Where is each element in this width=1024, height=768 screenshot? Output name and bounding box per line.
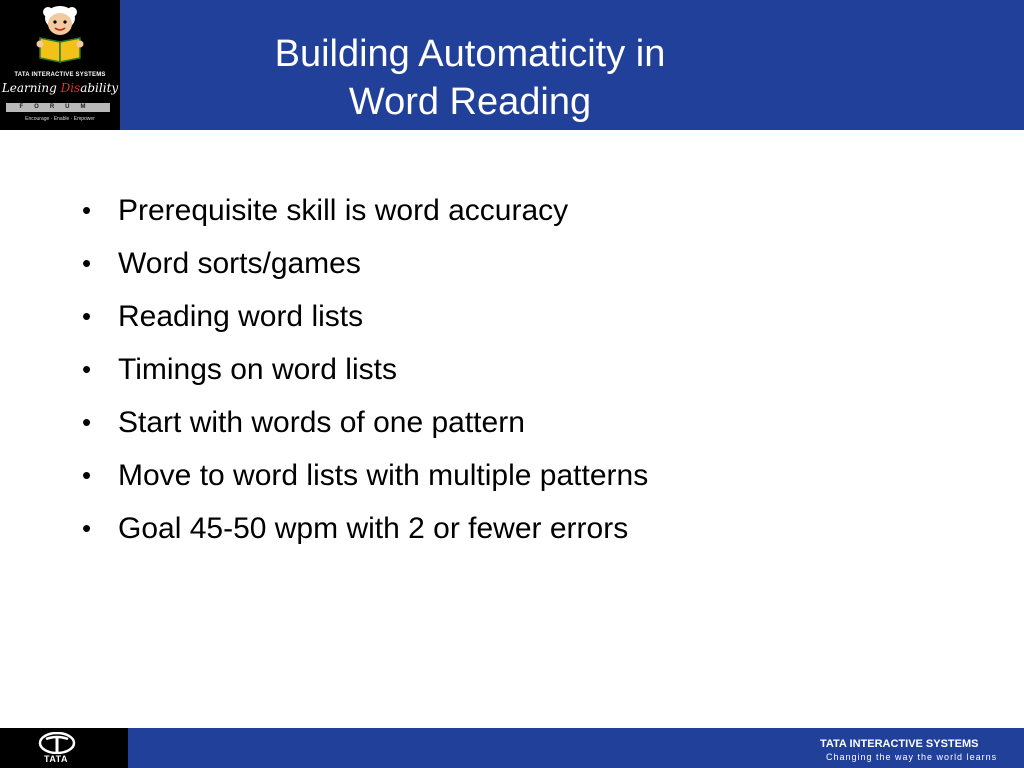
footer-company-bold: TATA: [820, 738, 847, 750]
bullet-dot: •: [82, 354, 92, 384]
bullet-item: • Move to word lists with multiple patter…: [82, 449, 648, 502]
bullet-text: Timings on word lists: [118, 353, 397, 386]
bullet-item: • Timings on word lists: [82, 343, 648, 396]
bullet-item: • Reading word lists: [82, 290, 648, 343]
tata-logo-icon: [38, 732, 76, 754]
logo-forum-strip: FORUM: [6, 103, 110, 112]
header-bar: TATA INTERACTIVE SYSTEMS Learning Disabi…: [0, 0, 1024, 130]
learning-disability-forum-logo: TATA INTERACTIVE SYSTEMS Learning Disabi…: [0, 0, 120, 130]
footer-tata-logo: TATA: [0, 728, 128, 768]
slide-title-line1: Building Automaticity in: [274, 33, 666, 75]
bullet-text: Word sorts/games: [118, 247, 361, 280]
bullet-item: • Start with words of one pattern: [82, 396, 648, 449]
bullet-list: • Prerequisite skill is word accuracy • Wo…: [82, 184, 648, 555]
bullet-item: • Goal 45-50 wpm with 2 or fewer errors: [82, 502, 648, 555]
bullet-text: Move to word lists with multiple pattern…: [118, 459, 649, 492]
bullet-dot: •: [82, 407, 92, 437]
bullet-text: Reading word lists: [118, 300, 364, 333]
footer-tagline: Changing the way the world learns: [826, 752, 998, 762]
logo-brand-name: Learning Disability: [0, 81, 120, 95]
footer-company-rest: INTERACTIVE SYSTEMS: [846, 738, 979, 750]
logo-brand-part3: ability: [80, 81, 119, 95]
logo-brand-part1: Learning: [1, 81, 61, 95]
slide-title-line2: Word Reading: [348, 81, 592, 123]
bullet-dot: •: [82, 195, 92, 225]
logo-tagline: Encourage · Enable · Empower: [25, 116, 95, 122]
bullet-dot: •: [82, 513, 92, 543]
slide-title: Building Automaticity in Word Reading: [160, 30, 780, 126]
bullet-item: • Prerequisite skill is word accuracy: [82, 184, 648, 237]
footer-bar: TATA TATA INTERACTIVE SYSTEMS Changing t…: [0, 728, 1024, 768]
bullet-dot: •: [82, 301, 92, 331]
bullet-text: Goal 45-50 wpm with 2 or fewer errors: [118, 512, 629, 545]
bullet-dot: •: [82, 248, 92, 278]
bullet-text: Start with words of one pattern: [118, 406, 525, 439]
bullet-dot: •: [82, 460, 92, 490]
logo-brand-part2: Dis: [60, 81, 81, 95]
footer-tata-text: TATA: [44, 754, 68, 764]
footer-company-name: TATA INTERACTIVE SYSTEMS: [820, 738, 979, 750]
logo-company-name: TATA INTERACTIVE SYSTEMS: [14, 72, 106, 78]
bullet-text: Prerequisite skill is word accuracy: [118, 194, 569, 227]
bullet-item: • Word sorts/games: [82, 237, 648, 290]
child-reading-book-icon: [36, 6, 84, 63]
